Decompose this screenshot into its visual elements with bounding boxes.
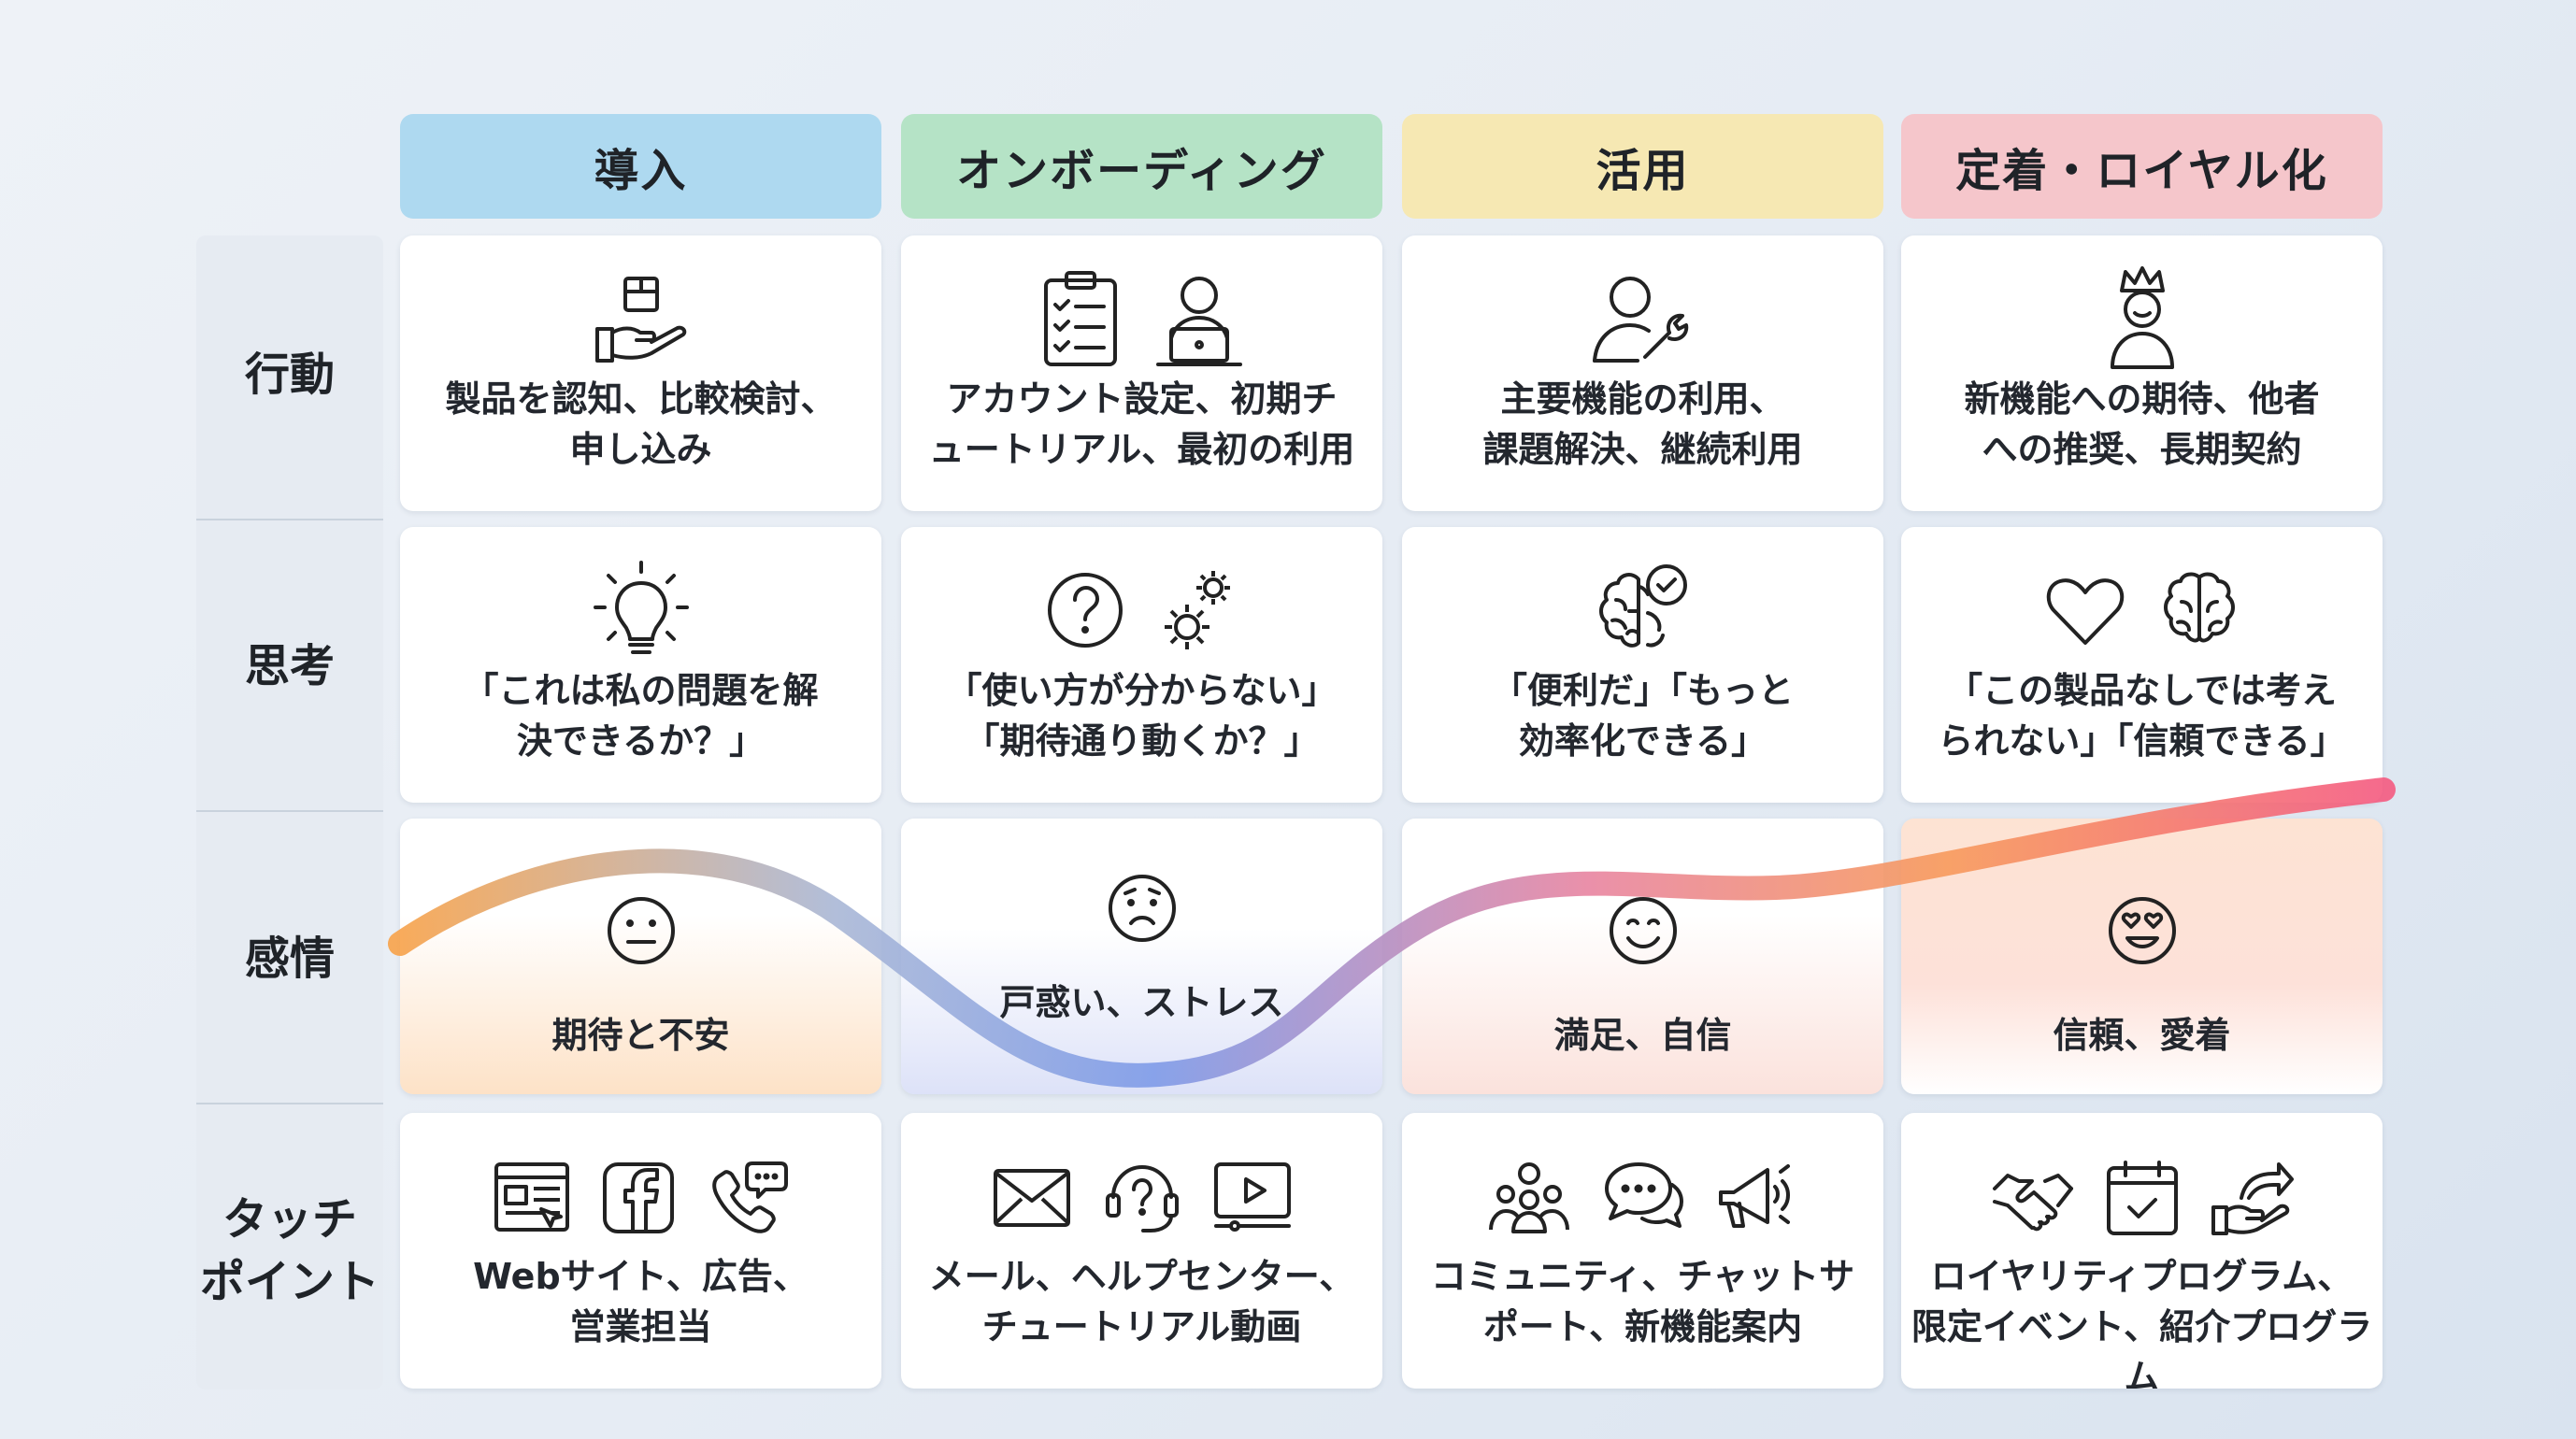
row-label-column: 行動 思考 感情 タッチ ポイント [196, 235, 383, 1389]
support-headset-icon [1105, 1165, 1179, 1232]
question-icon [1047, 573, 1123, 648]
thought-card-utilization: 「便利だ」「もっと 効率化できる」 [1402, 527, 1883, 803]
touchpoint-card-onboarding: メール、ヘルプセンター、 チュートリアル動画 [901, 1113, 1382, 1389]
thought-text-onboarding: 「使い方が分からない」 「期待通り動くか？」 [946, 670, 1338, 762]
row-divider [196, 810, 383, 812]
handshake-icon [1992, 1174, 2073, 1232]
action-text-introduction: 製品を認知、比較検討、 申し込み [445, 378, 837, 470]
touchpoint-text-introduction: Webサイト、広告、 営業担当 [473, 1256, 809, 1347]
action-card-introduction: 製品を認知、比較検討、 申し込み [400, 235, 881, 511]
action-text-utilization: 主要機能の利用、 課題解決、継続利用 [1482, 378, 1803, 470]
emotion-text-loyalty: 信頼、愛着 [2053, 1015, 2231, 1056]
community-icon [1488, 1162, 1569, 1233]
user-laptop-icon [1155, 277, 1242, 366]
stage-header-onboarding: オンボーディング [901, 114, 1382, 219]
heart-eyes-face-icon [2108, 897, 2176, 964]
heart-icon [2046, 578, 2124, 645]
emotion-card-loyalty: 信頼、愛着 [1901, 819, 2383, 1094]
neutral-face-icon [607, 897, 675, 964]
megaphone-icon [1718, 1164, 1790, 1228]
thought-text-loyalty: 「この製品なしでは考え られない」「信頼できる」 [1938, 670, 2346, 762]
action-card-loyalty: 新機能への期待、他者 への推奨、長期契約 [1901, 235, 2383, 511]
facebook-icon [602, 1162, 674, 1233]
video-icon [1213, 1162, 1291, 1232]
stage-header-utilization: 活用 [1402, 114, 1883, 219]
emotion-card-introduction: 期待と不安 [400, 819, 881, 1094]
action-text-loyalty: 新機能への期待、他者 への推奨、長期契約 [1964, 378, 2320, 470]
row-label-emotion: 感情 [244, 933, 335, 986]
touchpoint-text-loyalty: ロイヤリティプログラム、 限定イベント、紹介プログラム [1911, 1256, 2373, 1389]
gears-icon [1164, 571, 1230, 649]
touchpoint-text-utilization: コミュニティ、チャットサ ポート、新機能案内 [1430, 1256, 1855, 1347]
emotion-card-utilization: 満足、自信 [1402, 819, 1883, 1094]
touchpoint-card-loyalty: ロイヤリティプログラム、 限定イベント、紹介プログラム [1901, 1113, 2383, 1389]
stage-header-introduction: 導入 [400, 114, 881, 219]
thought-card-loyalty: 「この製品なしでは考え られない」「信頼できる」 [1901, 527, 2383, 803]
emotion-text-utilization: 満足、自信 [1553, 1015, 1732, 1056]
row-label-touchpoint: タッチ ポイント [199, 1192, 379, 1308]
thought-text-introduction: 「これは私の問題を解 決できるか？」 [463, 670, 819, 762]
chat-icon [1604, 1162, 1683, 1228]
share-hand-icon [2211, 1162, 2294, 1235]
thought-text-utilization: 「便利だ」「もっと 効率化できる」 [1491, 670, 1794, 762]
touchpoint-card-utilization: コミュニティ、チャットサ ポート、新機能案内 [1402, 1113, 1883, 1389]
touchpoint-card-introduction: Webサイト、広告、 営業担当 [400, 1113, 881, 1389]
stage-header-loyalty: 定着・ロイヤル化 [1901, 114, 2383, 219]
checklist-icon [1043, 271, 1117, 366]
row-divider [196, 1103, 383, 1104]
row-label-action: 行動 [244, 349, 335, 402]
user-wrench-icon [1592, 277, 1688, 363]
thought-card-introduction: 「これは私の問題を解 決できるか？」 [400, 527, 881, 803]
action-text-onboarding: アカウント設定、初期チ ュートリアル、最初の利用 [928, 378, 1355, 470]
brain-check-icon [1598, 564, 1687, 648]
calendar-check-icon [2106, 1161, 2178, 1235]
emotion-text-introduction: 期待と不安 [551, 1015, 730, 1056]
emotion-text-onboarding: 戸惑い、ストレス [999, 982, 1284, 1023]
package-hand-icon [594, 277, 686, 363]
smile-face-icon [1609, 897, 1677, 964]
emotion-card-onboarding: 戸惑い、ストレス [901, 819, 1382, 1094]
action-card-utilization: 主要機能の利用、 課題解決、継続利用 [1402, 235, 1883, 511]
worried-face-icon [1108, 875, 1176, 942]
brain-icon [2163, 572, 2235, 643]
action-card-onboarding: アカウント設定、初期チ ュートリアル、最初の利用 [901, 235, 1382, 511]
row-label-thought: 思考 [244, 640, 335, 693]
thought-card-onboarding: 「使い方が分からない」 「期待通り動くか？」 [901, 527, 1382, 803]
touchpoint-text-onboarding: メール、ヘルプセンター、 チュートリアル動画 [928, 1256, 1355, 1347]
phone-chat-icon [711, 1161, 788, 1233]
row-divider [196, 519, 383, 520]
lightbulb-icon [593, 561, 689, 654]
crowned-user-icon [2110, 266, 2174, 369]
website-icon [494, 1162, 569, 1232]
mail-icon [993, 1169, 1070, 1227]
